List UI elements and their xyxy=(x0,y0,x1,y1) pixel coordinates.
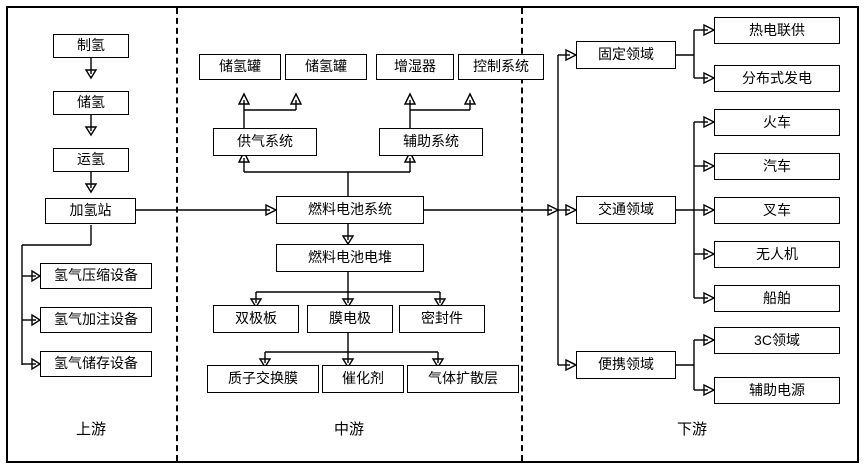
node-bipolar-plate: 双极板 xyxy=(213,305,299,333)
node-train: 火车 xyxy=(714,109,840,136)
node-ship: 船舶 xyxy=(714,285,840,312)
node-membrane-electrode: 膜电极 xyxy=(307,305,393,333)
node-hydrogen-tank-2: 储氢罐 xyxy=(285,54,367,80)
node-sealing-parts: 密封件 xyxy=(399,305,485,333)
zone-label-midstream: 中游 xyxy=(333,421,364,438)
diagram-outer-frame xyxy=(6,6,859,463)
node-combined-heat-power: 热电联供 xyxy=(714,17,840,44)
node-fuel-cell-system: 燃料电池系统 xyxy=(276,196,424,224)
zone-divider-midstream-downstream xyxy=(521,8,523,461)
node-hydrogen-storage-equipment: 氢气储存设备 xyxy=(40,351,152,377)
node-proton-exchange-membrane: 质子交换膜 xyxy=(207,365,319,393)
node-auxiliary-power: 辅助电源 xyxy=(714,377,840,404)
node-forklift: 叉车 xyxy=(714,197,840,224)
node-zhiqing: 制氢 xyxy=(53,34,129,58)
node-stationary-field: 固定领域 xyxy=(576,41,676,69)
node-humidifier: 增湿器 xyxy=(376,54,454,80)
node-distributed-generation: 分布式发电 xyxy=(714,65,840,92)
zone-label-downstream: 下游 xyxy=(676,421,707,438)
node-control-system: 控制系统 xyxy=(458,54,544,80)
node-transport-field: 交通领域 xyxy=(576,196,676,224)
node-hydrogen-refueling-equipment: 氢气加注设备 xyxy=(40,307,152,333)
node-hydrogen-tank-1: 储氢罐 xyxy=(199,54,281,80)
node-chuqing: 储氢 xyxy=(53,91,129,115)
node-gas-diffusion-layer: 气体扩散层 xyxy=(407,365,519,393)
node-auxiliary-system: 辅助系统 xyxy=(379,128,483,156)
node-fuel-cell-stack: 燃料电池电堆 xyxy=(276,244,424,272)
node-portable-field: 便携领域 xyxy=(576,351,676,379)
zone-divider-upstream-midstream xyxy=(176,8,178,461)
node-hydrogen-compression-equipment: 氢气压缩设备 xyxy=(40,263,152,289)
node-drone: 无人机 xyxy=(714,241,840,268)
zone-label-upstream: 上游 xyxy=(75,421,106,438)
node-3c-field: 3C领域 xyxy=(714,327,840,354)
node-catalyst: 催化剂 xyxy=(322,365,404,393)
node-yunqing: 运氢 xyxy=(53,148,129,172)
node-gas-supply-system: 供气系统 xyxy=(213,128,317,156)
node-jiaqingzhan: 加氢站 xyxy=(45,198,136,224)
node-car: 汽车 xyxy=(714,153,840,180)
